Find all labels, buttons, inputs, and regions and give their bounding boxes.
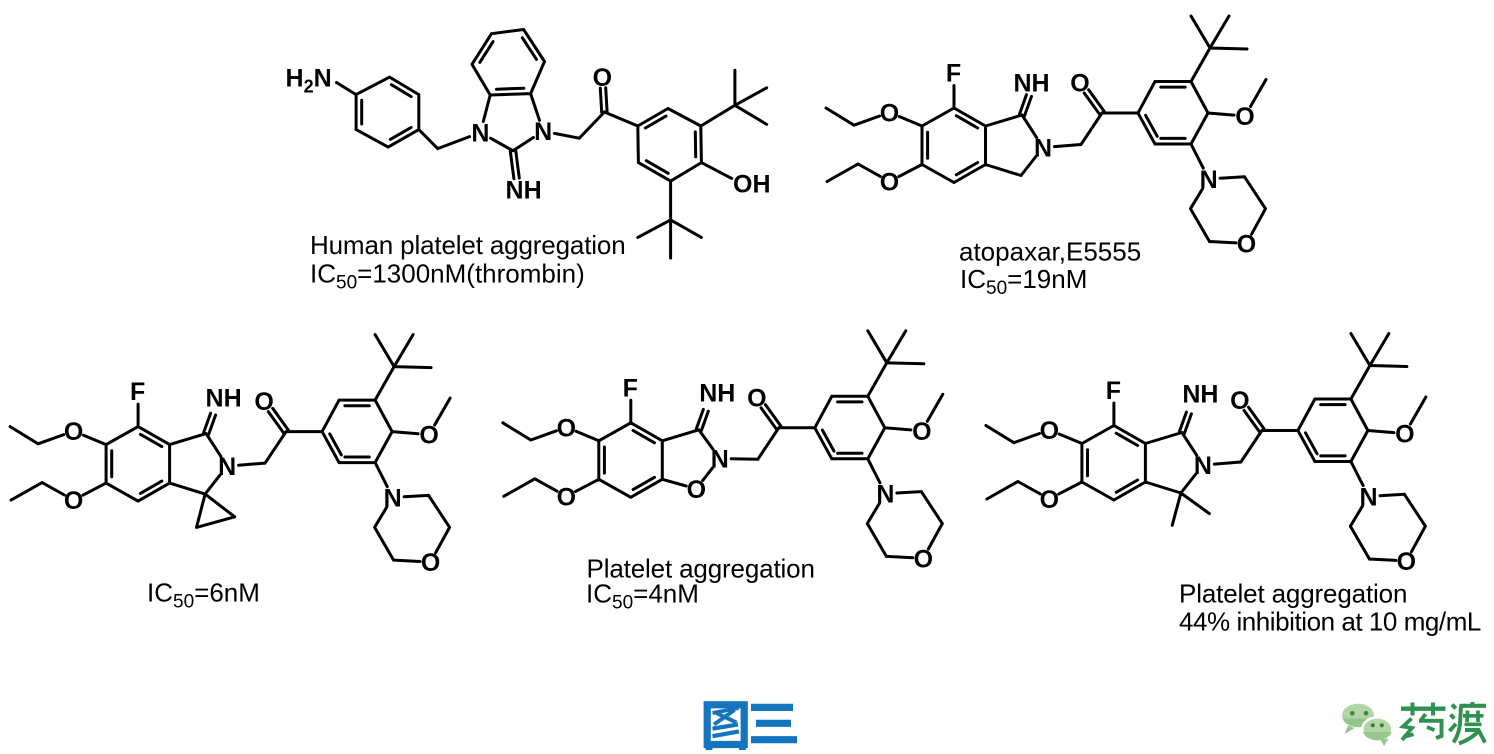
svg-text:atopaxar,E5555: atopaxar,E5555 [959, 237, 1141, 267]
svg-text:O: O [419, 422, 438, 450]
svg-text:O: O [1397, 548, 1416, 576]
svg-text:O: O [1040, 486, 1059, 514]
svg-text:NH: NH [506, 177, 542, 205]
svg-text:NH: NH [1182, 381, 1218, 409]
svg-text:OH: OH [733, 171, 771, 199]
svg-text:Platelet aggregation: Platelet aggregation [587, 554, 815, 584]
svg-text:O: O [1230, 387, 1249, 415]
svg-text:O: O [64, 487, 83, 515]
svg-text:O: O [747, 384, 766, 412]
svg-text:NH: NH [1013, 70, 1049, 98]
svg-text:O: O [1395, 421, 1414, 449]
svg-text:44% inhibition at 10 mg/mL: 44% inhibition at 10 mg/mL [1179, 607, 1481, 637]
svg-text:NH: NH [699, 379, 735, 407]
svg-text:O: O [1235, 103, 1254, 131]
svg-text:F: F [1106, 377, 1121, 405]
svg-text:NH: NH [206, 385, 242, 413]
svg-text:IC50=6nM: IC50=6nM [147, 578, 260, 613]
svg-text:N: N [711, 446, 729, 474]
svg-text:IC50=1300nM(thrombin): IC50=1300nM(thrombin) [310, 259, 585, 294]
svg-text:N: N [1194, 452, 1212, 480]
svg-text:Human platelet aggregation: Human platelet aggregation [310, 230, 626, 260]
svg-text:O: O [880, 100, 899, 128]
svg-text:O: O [557, 414, 576, 442]
svg-text:O: O [557, 483, 576, 511]
svg-text:N: N [1200, 166, 1218, 194]
svg-text:O: O [880, 169, 899, 197]
svg-text:H2N: H2N [286, 64, 332, 96]
svg-text:O: O [593, 64, 612, 92]
svg-text:N: N [876, 481, 894, 509]
svg-text:O: O [1237, 231, 1256, 259]
svg-text:N: N [534, 118, 552, 146]
svg-text:O: O [421, 549, 440, 577]
svg-text:IC50=19nM: IC50=19nM [960, 264, 1087, 299]
svg-text:Platelet aggregation: Platelet aggregation [1179, 579, 1407, 609]
svg-text:F: F [130, 378, 145, 406]
svg-text:F: F [623, 374, 638, 402]
svg-text:O: O [254, 388, 273, 416]
svg-text:N: N [1359, 483, 1377, 511]
svg-text:O: O [64, 418, 83, 446]
svg-text:IC50=4nM: IC50=4nM [586, 579, 699, 614]
svg-text:O: O [914, 545, 933, 573]
svg-text:N: N [1034, 135, 1052, 163]
svg-text:N: N [384, 484, 402, 512]
svg-text:O: O [1040, 417, 1059, 445]
svg-text:O: O [1070, 70, 1089, 98]
svg-text:N: N [218, 453, 236, 481]
svg-text:O: O [687, 476, 706, 504]
svg-text:O: O [912, 418, 931, 446]
svg-text:F: F [946, 60, 961, 88]
svg-text:N: N [471, 120, 489, 148]
